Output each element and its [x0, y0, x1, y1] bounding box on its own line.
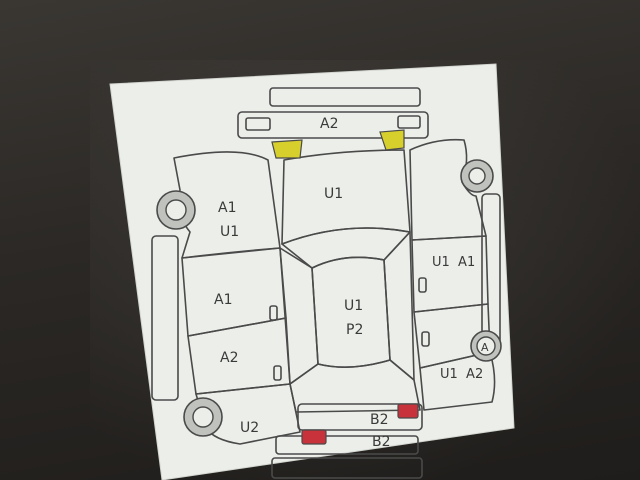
damage-highlights [271, 129, 419, 445]
rear-bumper-top [275, 435, 419, 455]
label-right-wheel-marker: A [481, 341, 489, 354]
wheel-front-right-hub [468, 167, 486, 185]
highlight-headlight-right [379, 129, 405, 151]
label-hood: U1 [324, 186, 343, 202]
right-front-handle [418, 277, 427, 293]
right-rear-handle [421, 331, 430, 347]
label-rear-left-door: A2 [220, 350, 238, 366]
front-bumper [237, 111, 429, 139]
highlight-headlight-left [271, 139, 303, 159]
left-front-handle [269, 305, 278, 321]
left-rear-handle [273, 365, 282, 381]
highlight-taillight-right [397, 403, 419, 419]
wheel-rear-left-hub [192, 406, 214, 428]
label-trunk: B2 [370, 412, 389, 428]
damage-labels: A2 U1 A1 U1 A1 A2 U2 U1 P2 U1 A1 U1 A2 A… [214, 116, 489, 450]
label-front-bumper: A2 [320, 116, 338, 132]
left-sill [151, 235, 179, 401]
label-rear-bumper: B2 [372, 434, 391, 450]
label-rear-left-quarter: U2 [240, 420, 259, 436]
label-roof-top: U1 [344, 298, 363, 314]
front-bumper-top [269, 87, 421, 107]
rear-window [289, 359, 421, 413]
label-roof-bottom: P2 [346, 322, 363, 338]
wheel-front-left-hub [165, 199, 187, 221]
label-front-left-fender-bottom: U1 [220, 224, 239, 240]
trunk-lid [297, 403, 423, 431]
label-front-left-door: A1 [214, 292, 232, 308]
wheel-rear-right-hub [476, 336, 496, 356]
label-front-left-fender-top: A1 [218, 200, 236, 216]
fog-light-right [397, 115, 421, 129]
label-right-front-door: U1 A1 [432, 255, 475, 270]
rear-bumper-bottom [271, 457, 423, 479]
fog-light-left [245, 117, 271, 131]
highlight-taillight-left [301, 429, 327, 445]
label-right-rear-quarter: U1 A2 [440, 367, 483, 382]
wheels [156, 159, 502, 437]
